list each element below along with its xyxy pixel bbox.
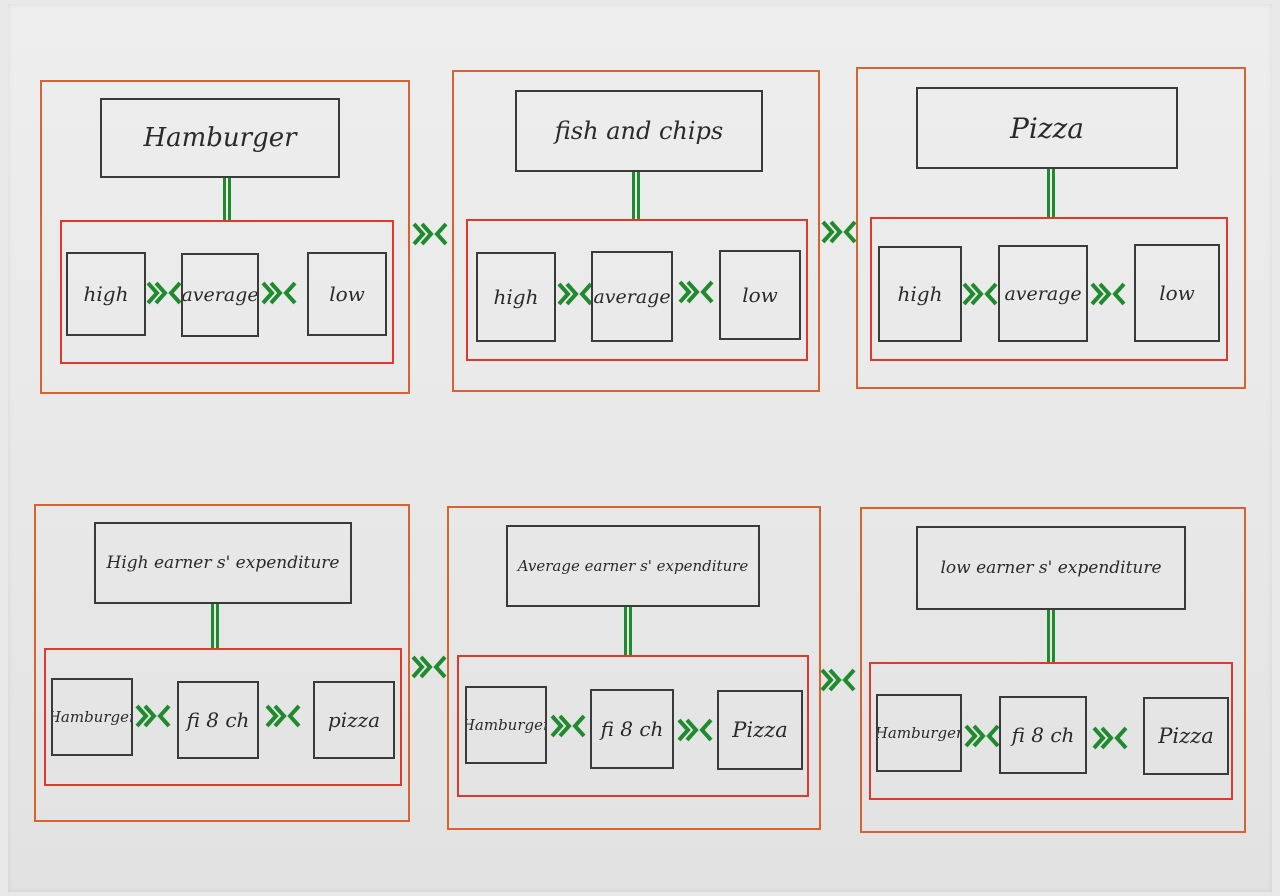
expenditure-group-average [457, 655, 809, 797]
double-chevron-icon [412, 220, 448, 248]
double-chevron-icon [1090, 280, 1126, 308]
double-line-connector [1047, 610, 1055, 664]
double-chevron-icon [964, 722, 1000, 750]
level-cell-high: high [878, 246, 962, 342]
double-chevron-icon [265, 702, 301, 730]
double-chevron-icon [557, 280, 593, 308]
level-cell-average: average [998, 245, 1088, 342]
double-line-connector [624, 607, 632, 657]
panel-fish-and-chips [452, 70, 820, 392]
panel-title-fish-and-chips: fish and chips [515, 90, 763, 172]
double-line-connector [632, 172, 640, 220]
food-cell-fish-and-chips: fi 8 ch [177, 681, 259, 759]
level-cell-high: high [66, 252, 146, 336]
double-chevron-icon [146, 279, 182, 307]
double-chevron-icon [550, 712, 586, 740]
food-cell-fish-and-chips: fi 8 ch [590, 689, 674, 769]
food-cell-fish-and-chips: fi 8 ch [999, 696, 1087, 774]
panel-title-low-earners: low earner s' expenditure [916, 526, 1186, 610]
double-chevron-icon [135, 702, 171, 730]
level-cell-high: high [476, 252, 556, 342]
double-chevron-icon [677, 716, 713, 744]
food-cell-pizza: Pizza [717, 690, 803, 770]
double-chevron-icon [820, 666, 856, 694]
panel-average-earners [447, 506, 821, 830]
panel-pizza [856, 67, 1246, 389]
panel-hamburger [40, 80, 410, 394]
level-cell-low: low [307, 252, 387, 336]
panel-title-high-earners: High earner s' expenditure [94, 522, 352, 604]
panel-high-earners [34, 504, 410, 822]
food-cell-pizza: pizza [313, 681, 395, 759]
panel-title-hamburger: Hamburger [100, 98, 340, 178]
food-cell-hamburger: Hamburger [51, 678, 133, 756]
double-line-connector [211, 604, 219, 650]
double-line-connector [223, 178, 231, 222]
level-group-fish-and-chips [466, 219, 808, 361]
paper-sheet [8, 4, 1272, 892]
expenditure-group-low [869, 662, 1233, 800]
panel-title-pizza: Pizza [916, 87, 1178, 169]
double-line-connector [1047, 169, 1055, 217]
level-group-hamburger [60, 220, 394, 364]
level-group-pizza [870, 217, 1228, 361]
level-cell-average: average [181, 253, 259, 337]
food-cell-hamburger: Hamburger [465, 686, 547, 764]
expenditure-group-high [44, 648, 402, 786]
food-cell-hamburger: Hamburger [876, 694, 962, 772]
double-chevron-icon [1092, 724, 1128, 752]
level-cell-low: low [1134, 244, 1220, 342]
double-chevron-icon [821, 218, 857, 246]
panel-low-earners [860, 507, 1246, 833]
food-cell-pizza: Pizza [1143, 697, 1229, 775]
double-chevron-icon [411, 653, 447, 681]
double-chevron-icon [678, 278, 714, 306]
level-cell-low: low [719, 250, 801, 340]
level-cell-average: average [591, 251, 673, 342]
panel-title-average-earners: Average earner s' expenditure [506, 525, 760, 607]
double-chevron-icon [261, 279, 297, 307]
double-chevron-icon [962, 280, 998, 308]
